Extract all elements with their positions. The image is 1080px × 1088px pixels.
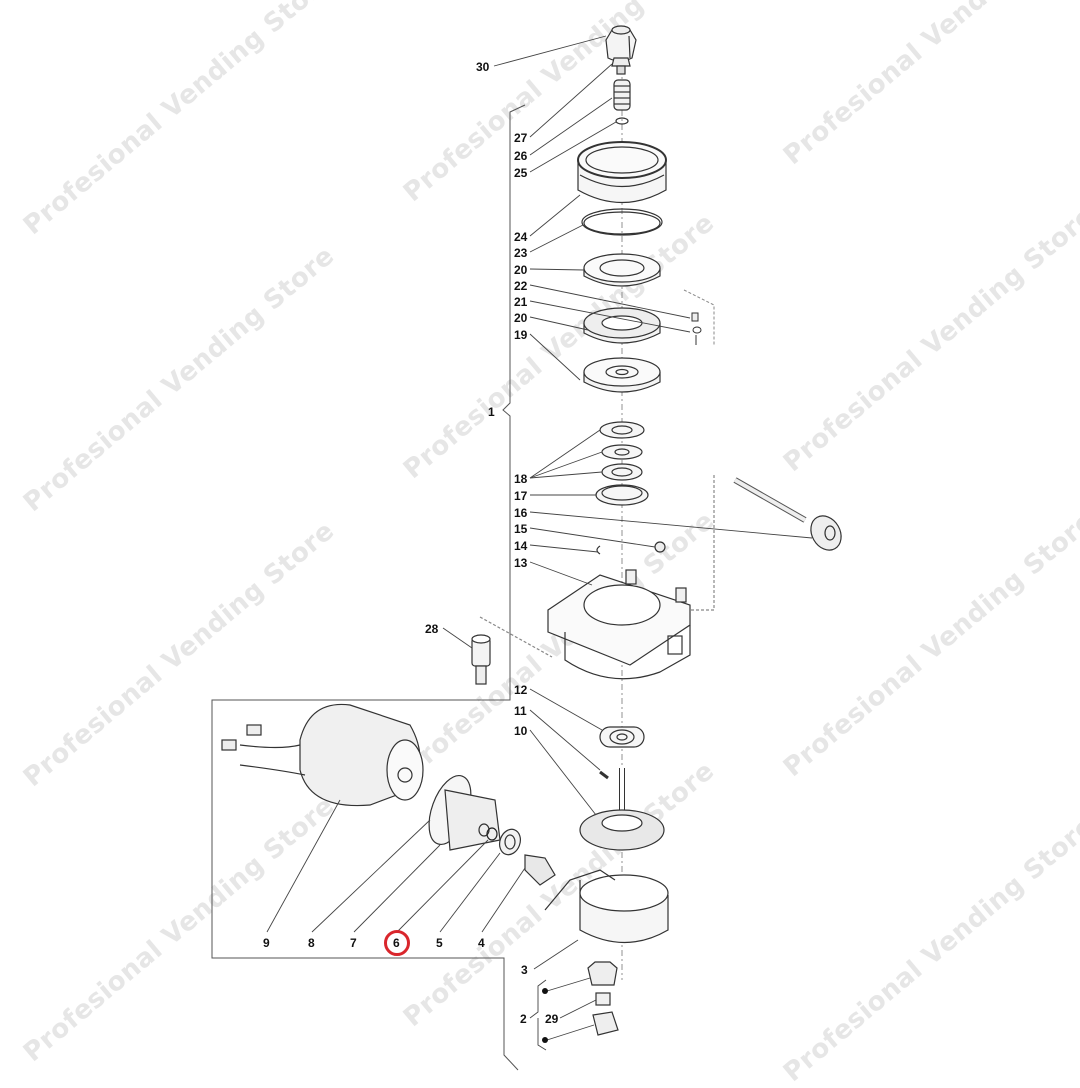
part-6-seal-ring bbox=[486, 827, 498, 841]
callout-8: 8 bbox=[308, 936, 315, 950]
callout-13: 13 bbox=[514, 556, 528, 570]
part-20-burr-upper bbox=[583, 253, 661, 287]
part-24-ring-nut bbox=[577, 141, 667, 204]
callout-9: 9 bbox=[263, 936, 270, 950]
part-4-pinion-gear bbox=[524, 854, 556, 886]
callout-4: 4 bbox=[478, 936, 485, 950]
part-27-screw bbox=[611, 57, 631, 75]
part-5-oil-seal bbox=[499, 828, 521, 856]
callout-2: 2 bbox=[520, 1012, 527, 1026]
callout-15: 15 bbox=[514, 522, 528, 536]
callout-5: 5 bbox=[436, 936, 443, 950]
callout-28: 28 bbox=[425, 622, 439, 636]
part-16-adjustment-screw bbox=[690, 475, 842, 611]
callout-30: 30 bbox=[476, 60, 490, 74]
part-3-gear-housing bbox=[544, 869, 669, 944]
part-25-washer bbox=[615, 117, 629, 125]
callout-20: 20 bbox=[514, 311, 528, 325]
part-15-nut bbox=[654, 541, 666, 553]
callout-19: 19 bbox=[514, 328, 528, 342]
callout-3: 3 bbox=[521, 963, 528, 977]
part-11-pin bbox=[599, 770, 609, 780]
callout-22: 22 bbox=[514, 279, 528, 293]
leader-lines bbox=[266, 35, 813, 1051]
callout-23: 23 bbox=[514, 246, 528, 260]
part-17-ring bbox=[595, 484, 649, 506]
callout-7: 7 bbox=[350, 936, 357, 950]
callout-12: 12 bbox=[514, 683, 528, 697]
callout-27: 27 bbox=[514, 131, 528, 145]
part-2-switch-assembly bbox=[587, 961, 619, 1036]
callout-14: 14 bbox=[514, 539, 528, 553]
part-14-clip bbox=[596, 545, 601, 555]
callout-18: 18 bbox=[514, 472, 528, 486]
callout-21: 21 bbox=[514, 295, 528, 309]
callout-10: 10 bbox=[514, 724, 528, 738]
part-13-grinder-housing bbox=[547, 569, 691, 680]
part-22-screws bbox=[683, 289, 715, 345]
callout-24: 24 bbox=[514, 230, 528, 244]
callout-26: 26 bbox=[514, 149, 528, 163]
callout-20: 20 bbox=[514, 263, 528, 277]
part-12-bearing bbox=[599, 726, 645, 748]
callout-16: 16 bbox=[514, 506, 528, 520]
part-18-thrust-bearing bbox=[599, 421, 645, 481]
part-19-burr-carrier bbox=[583, 357, 661, 393]
callout-29: 29 bbox=[545, 1012, 559, 1026]
part-10-bevel-gear bbox=[579, 768, 665, 851]
assembly-bracket bbox=[211, 104, 526, 1071]
bullet-marker bbox=[542, 988, 548, 994]
callout-17: 17 bbox=[514, 489, 528, 503]
callout-25: 25 bbox=[514, 166, 528, 180]
part-26-spring bbox=[613, 79, 631, 111]
callout-11: 11 bbox=[514, 704, 527, 718]
part-28-pin bbox=[471, 616, 553, 685]
part-23-o-ring bbox=[581, 208, 663, 236]
callout-1: 1 bbox=[488, 405, 495, 419]
bullet-marker bbox=[542, 1037, 548, 1043]
part-30-knob-cap bbox=[605, 25, 637, 62]
highlight-circle-part-6 bbox=[384, 930, 410, 956]
part-9-motor bbox=[221, 703, 424, 807]
